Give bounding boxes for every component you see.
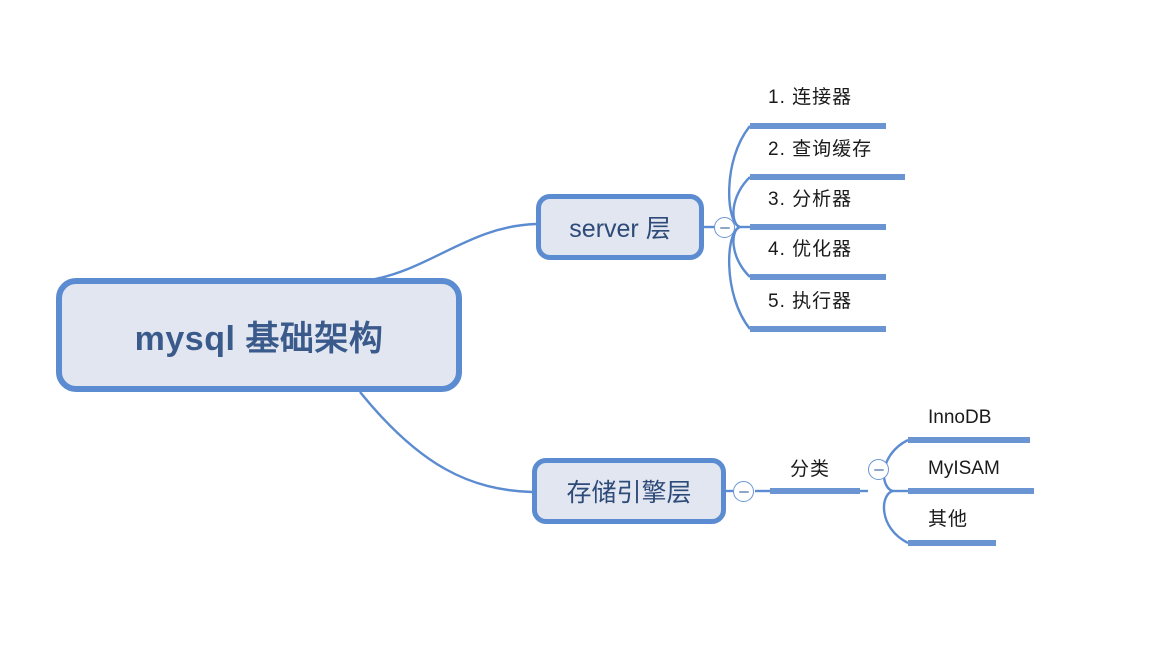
- mid-label-category[interactable]: 分类: [790, 459, 831, 480]
- leaf-engine-myisam[interactable]: MyISAM: [928, 458, 1000, 479]
- minus-glyph: [873, 468, 884, 471]
- leaf-server-child-4[interactable]: 4. 优化器: [768, 239, 853, 260]
- edge-server-child-5: [728, 225, 751, 330]
- leaf-server-child-5[interactable]: 5. 执行器: [768, 291, 853, 312]
- edge-mid-child-3: [882, 489, 909, 545]
- minus-glyph: [719, 226, 730, 229]
- minus-circle-icon-storage[interactable]: [733, 481, 754, 502]
- branch-node-server[interactable]: server 层: [536, 194, 704, 260]
- minus-glyph: [738, 490, 749, 493]
- leaf-server-child-2[interactable]: 2. 查询缓存: [768, 139, 873, 160]
- leaf-server-child-1[interactable]: 1. 连接器: [768, 87, 853, 108]
- leaf-server-child-3[interactable]: 3. 分析器: [768, 189, 853, 210]
- leaf-engine-other[interactable]: 其他: [928, 509, 969, 530]
- root-node[interactable]: mysql 基础架构: [56, 278, 462, 392]
- edge-server-child-1: [728, 125, 751, 229]
- edge-root-to-storage: [359, 391, 533, 494]
- branch-node-storage[interactable]: 存储引擎层: [532, 458, 726, 524]
- leaf-engine-innodb[interactable]: InnoDB: [928, 407, 992, 428]
- minus-circle-icon-category[interactable]: [868, 459, 889, 480]
- edge-root-to-server: [369, 222, 537, 282]
- edge-server-child-2: [732, 176, 751, 229]
- minus-circle-icon-server[interactable]: [714, 217, 735, 238]
- edge-server-child-4: [732, 225, 751, 278]
